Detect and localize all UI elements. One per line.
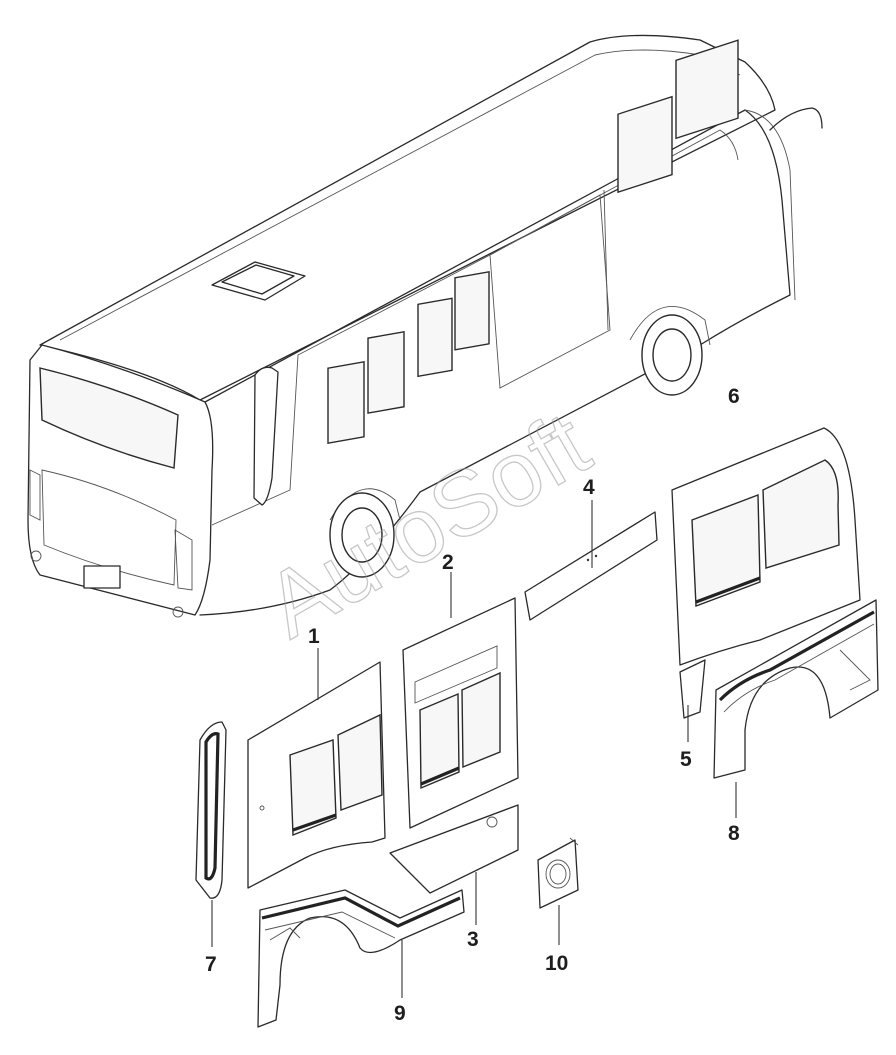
- part-label-6: 6: [728, 385, 740, 408]
- part-1-rear-side-panel: [247, 661, 386, 889]
- part-label-7: 7: [205, 953, 217, 976]
- part-4-door-upper-strip: [524, 511, 658, 621]
- part-8-front-wheel-arch: [713, 599, 879, 779]
- part-label-9: 9: [394, 1002, 406, 1025]
- part-5-front-small-trim: [679, 659, 706, 719]
- part-3-lower-panel: [389, 804, 519, 894]
- part-label-8: 8: [728, 822, 740, 845]
- part-number-labels: 1 2 3 4 5 6 7 8 9 10: [205, 385, 740, 1025]
- autosoft-watermark: AutoSoft: [249, 393, 606, 658]
- part-label-5: 5: [680, 748, 692, 771]
- part-label-2: 2: [442, 551, 454, 574]
- part-label-10: 10: [545, 952, 568, 975]
- part-label-4: 4: [583, 476, 595, 499]
- leader-lines: [211, 500, 737, 998]
- part-9-rear-wheel-arch: [257, 889, 465, 1028]
- part-6-front-side-panel: [671, 427, 861, 666]
- bus-assembly: [27, 34, 823, 618]
- part-label-3: 3: [467, 928, 479, 951]
- part-10-filler-cap-panel: [537, 837, 579, 909]
- part-2-middle-side-panel: [402, 597, 519, 829]
- part-label-1: 1: [308, 625, 320, 648]
- part-7-rear-pillar-trim: [195, 721, 227, 899]
